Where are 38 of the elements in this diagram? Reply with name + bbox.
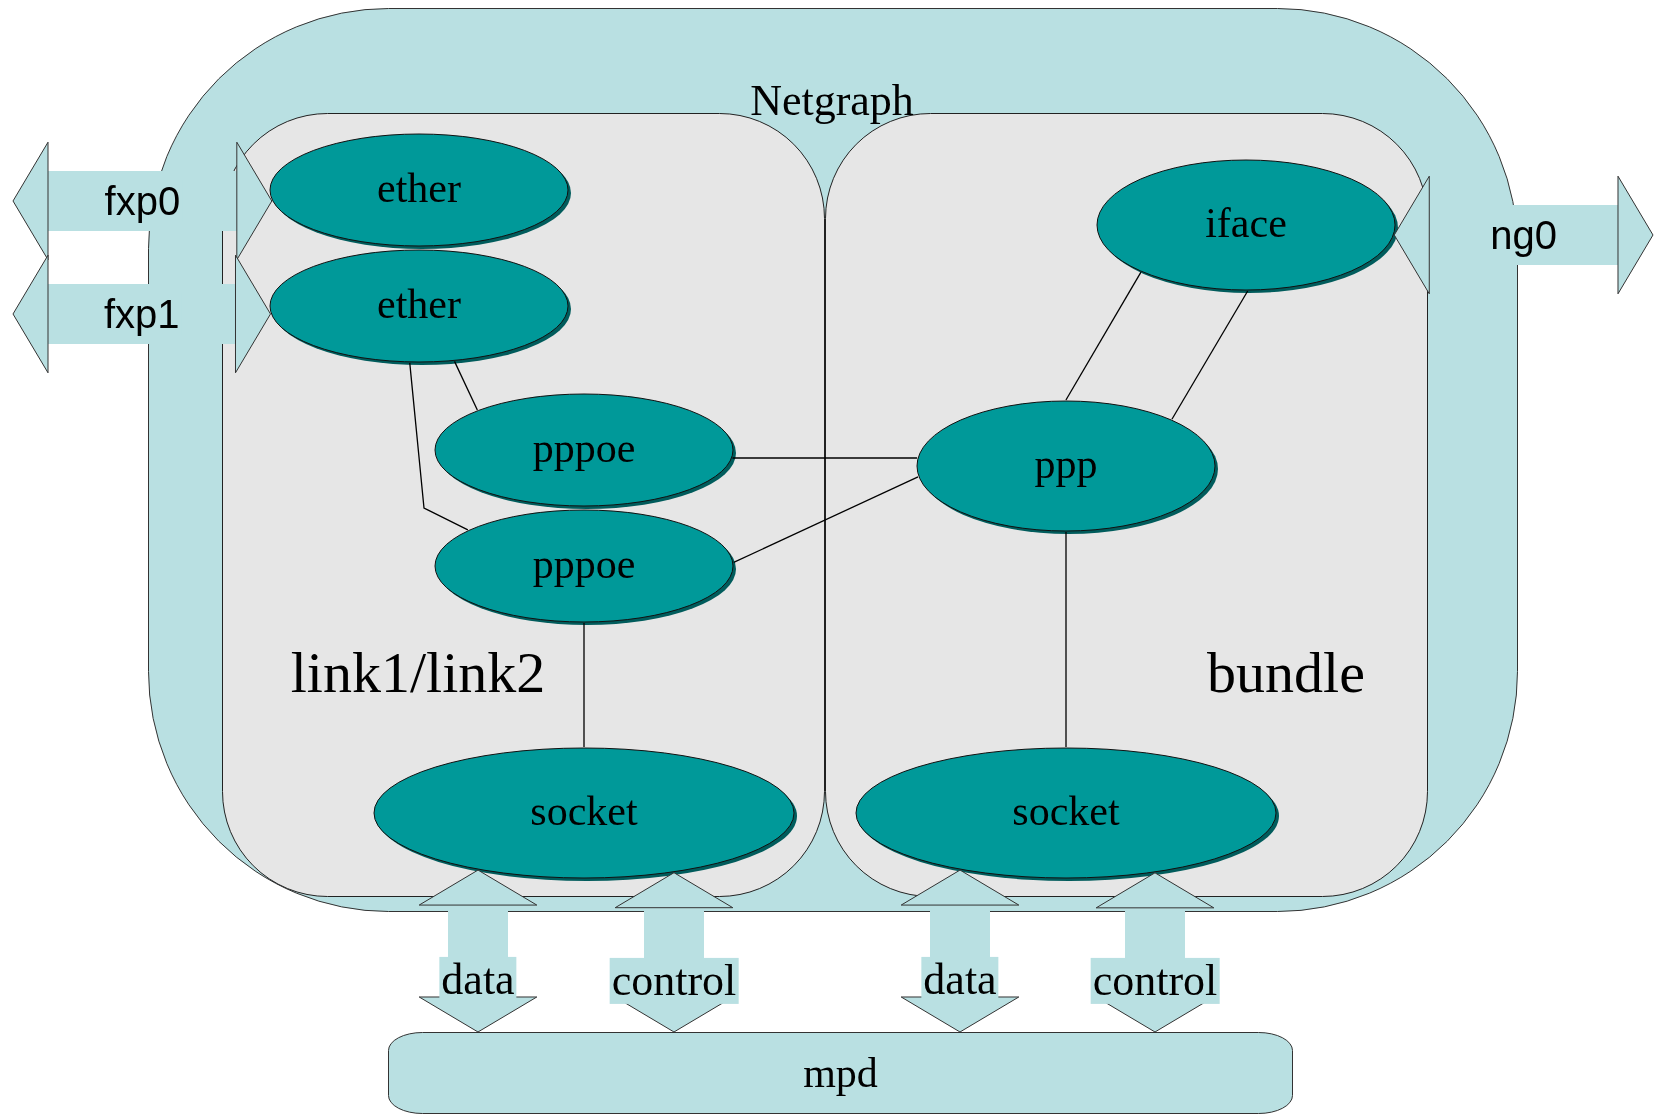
node-label: ether <box>377 164 461 212</box>
block-arrow <box>1095 872 1215 1033</box>
connector-line <box>731 457 918 459</box>
block-arrow <box>12 141 273 261</box>
block-arrow <box>900 869 1020 1033</box>
connector-line <box>1065 271 1142 401</box>
connector-line <box>453 360 478 411</box>
node-label: ppp <box>1034 440 1098 488</box>
connector-line <box>733 476 919 564</box>
edge-label: control <box>1090 957 1220 1005</box>
node-label: mpd <box>803 1049 878 1097</box>
edge-label: control <box>609 957 739 1005</box>
node-ellipse <box>1096 159 1396 291</box>
node-label: iface <box>1205 199 1287 247</box>
panel-title: bundle <box>1207 638 1365 706</box>
node-ellipse <box>269 249 569 363</box>
node-ellipse <box>434 509 734 623</box>
block-arrow <box>12 254 271 374</box>
connector-line <box>409 362 469 531</box>
node-label: socket <box>1012 787 1120 835</box>
node-ellipse <box>373 747 795 879</box>
frame-title: Netgraph <box>750 74 914 126</box>
block-arrow <box>614 872 734 1033</box>
block-arrow <box>1393 175 1654 295</box>
panel-title: link1/link2 <box>290 638 546 706</box>
connector-line <box>1171 290 1249 420</box>
node-label: pppoe <box>532 424 636 472</box>
node-label: ether <box>377 280 461 328</box>
node-ellipse <box>855 747 1277 879</box>
process-bar <box>388 1032 1293 1114</box>
node-label: socket <box>530 787 638 835</box>
block-arrow <box>418 869 538 1033</box>
connector-line <box>583 622 585 748</box>
connector-line <box>1065 531 1067 748</box>
node-label: pppoe <box>532 540 636 588</box>
node-ellipse <box>269 133 569 247</box>
node-ellipse <box>916 400 1216 532</box>
node-ellipse <box>434 393 734 507</box>
